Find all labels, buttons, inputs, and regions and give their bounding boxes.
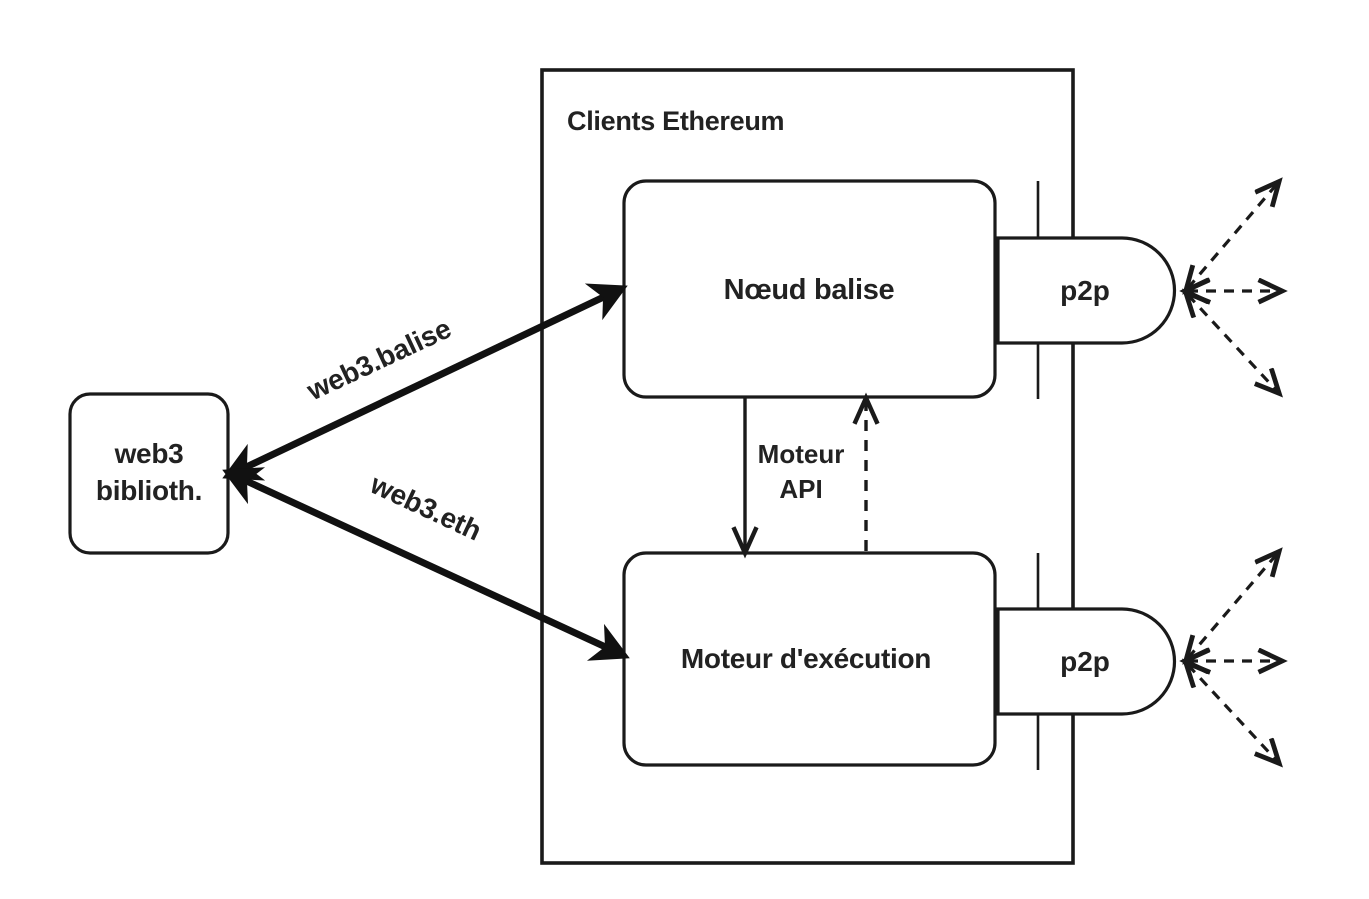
execution-engine-label: Moteur d'exécution <box>681 643 931 674</box>
beacon-node-label: Nœud balise <box>724 274 895 306</box>
web3-balise-arrow <box>222 283 628 481</box>
web3-library-label-line1: web3 <box>114 438 184 469</box>
engine-api-label-line2: API <box>779 474 822 504</box>
execution-peer-arrow-1 <box>1188 554 1277 658</box>
p2p-beacon-label: p2p <box>1060 275 1110 306</box>
p2p-beacon-box[interactable] <box>996 236 1177 345</box>
beacon-peer-arrow-1 <box>1188 184 1277 288</box>
web3-library-box[interactable] <box>68 392 230 555</box>
p2p-execution-box[interactable] <box>996 607 1177 716</box>
beacon-peer-arrow-3 <box>1188 295 1277 391</box>
web3-balise-edge-label: web3.balise <box>301 313 455 407</box>
beacon-peer-arrows <box>1188 184 1279 391</box>
execution-peer-arrow-3 <box>1188 665 1277 761</box>
execution-peer-arrows <box>1188 554 1279 761</box>
clients-ethereum-title: Clients Ethereum <box>567 106 784 136</box>
engine-api-label-line1: Moteur <box>758 439 845 469</box>
web3-library-label-line2: biblioth. <box>96 475 202 506</box>
web3-eth-edge-label: web3.eth <box>365 468 486 546</box>
p2p-execution-label: p2p <box>1060 646 1110 677</box>
web3-eth-arrow <box>222 467 630 661</box>
